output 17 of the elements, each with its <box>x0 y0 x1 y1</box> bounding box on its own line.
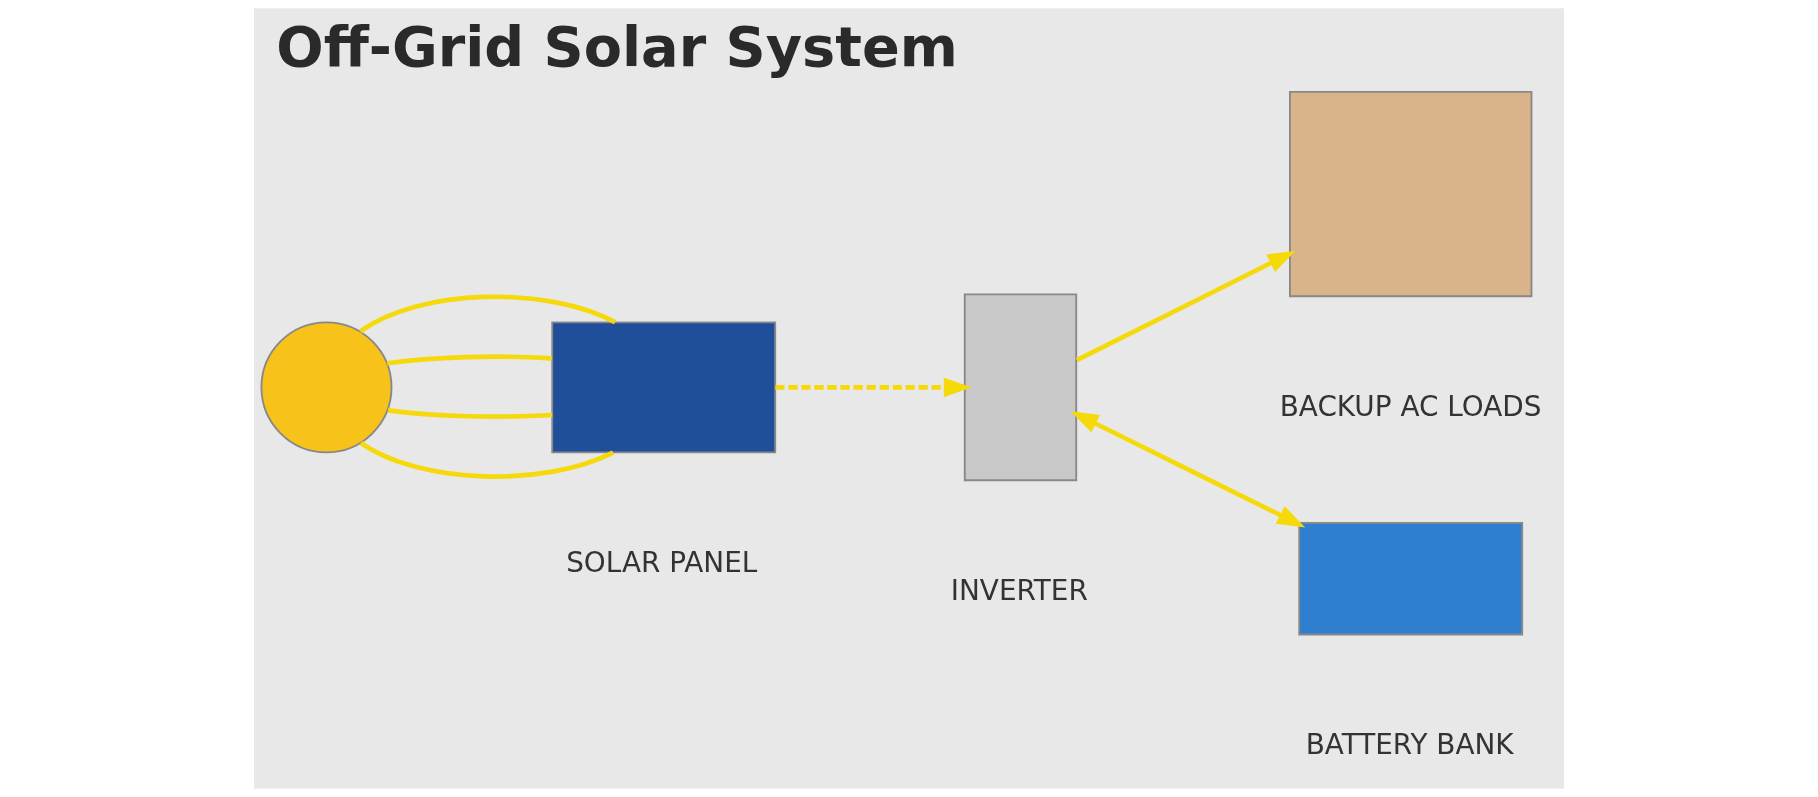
node-box <box>1289 90 1533 298</box>
node-circle <box>260 321 393 454</box>
node-label: BATTERY BANK <box>1305 728 1514 762</box>
arrow <box>775 377 972 398</box>
node-label: BACKUP AC LOADS <box>1279 390 1542 424</box>
connector <box>359 441 614 479</box>
node-label: SOLAR PANEL <box>566 546 758 580</box>
connector <box>359 294 617 334</box>
node-box <box>551 321 777 454</box>
connector <box>387 408 553 419</box>
connector <box>386 354 552 366</box>
diagram-title: Off-Grid Solar System <box>276 13 958 79</box>
node-box <box>1298 522 1524 636</box>
node-box <box>963 293 1078 482</box>
arrow <box>1070 411 1306 528</box>
node-label: INVERTER <box>950 574 1088 608</box>
arrow <box>1075 250 1296 363</box>
